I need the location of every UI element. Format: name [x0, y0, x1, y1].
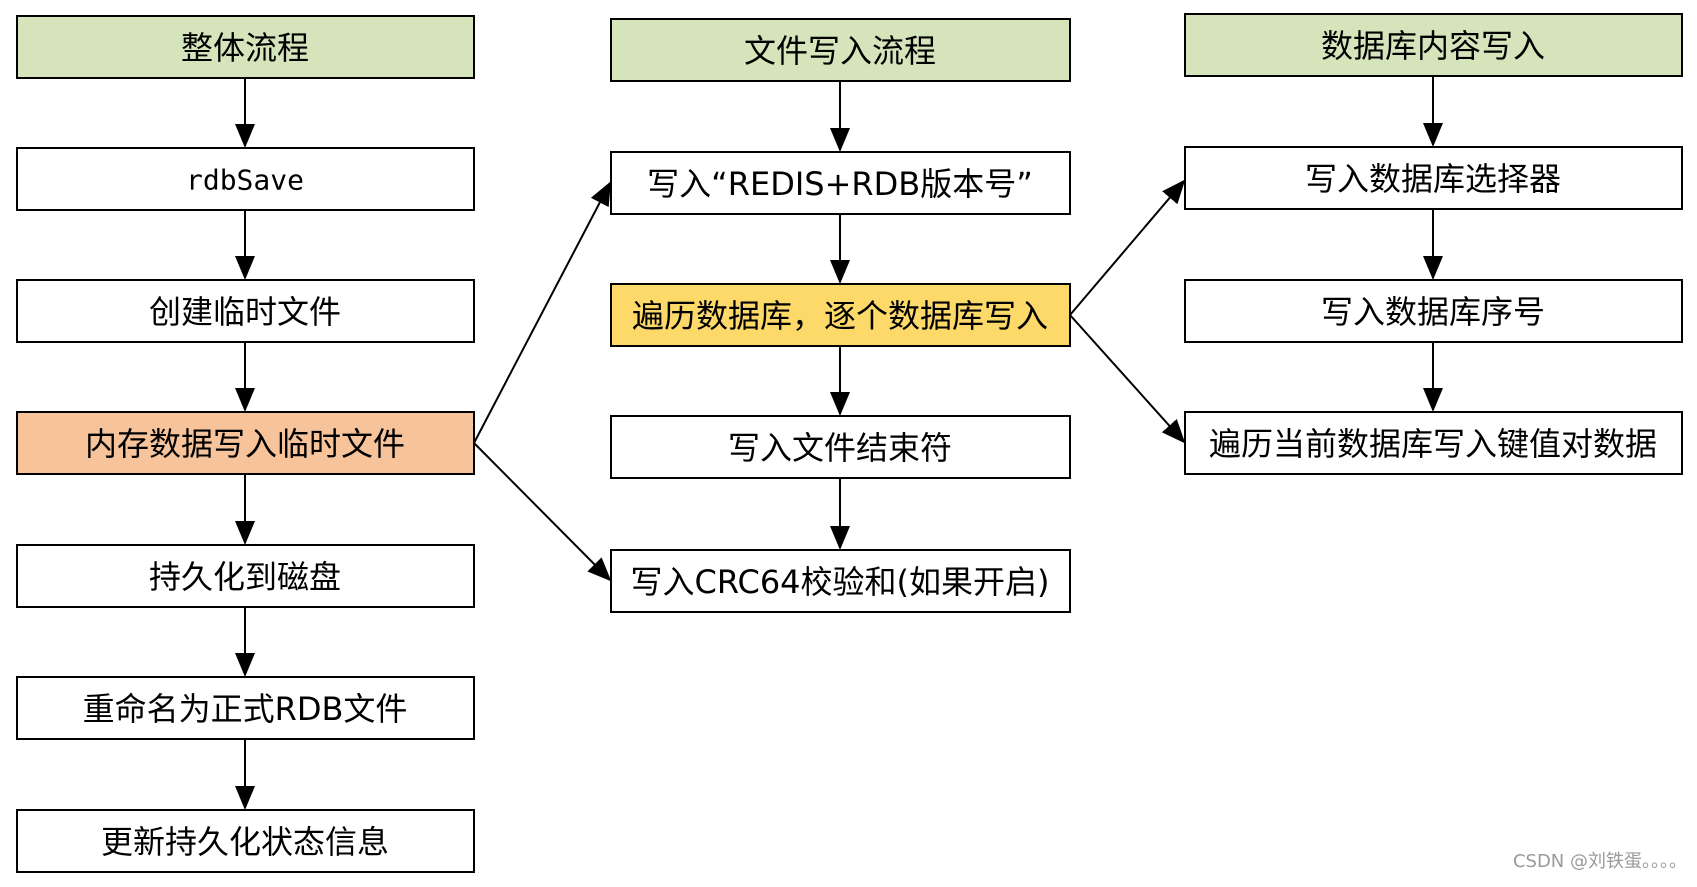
column-overall: 整体流程 rdbSave 创建临时文件 内存数据写入临时文件 持久化到磁盘 重命… [16, 15, 475, 873]
step-write-eof: 写入文件结束符 [728, 429, 952, 467]
arrow-memory-to-version [473, 181, 611, 444]
arrow-memory-to-crc [473, 442, 612, 582]
step-db-number-box [1184, 279, 1683, 343]
step-db-number: 写入数据库序号 [1321, 293, 1545, 331]
step-memory-write: 内存数据写入临时文件 [85, 425, 405, 463]
step-rename: 重命名为正式RDB文件 [83, 690, 408, 728]
step-iterate-dbs: 遍历数据库，逐个数据库写入 [632, 297, 1048, 335]
step-write-kv: 遍历当前数据库写入键值对数据 [1209, 425, 1657, 463]
step-rdbsave-box [16, 147, 475, 211]
header-db-content: 数据库内容写入 [1321, 27, 1545, 65]
header-file-write-box [610, 18, 1071, 82]
csdn-watermark: CSDN @刘铁蛋。。。。 [1512, 851, 1687, 872]
step-persist: 持久化到磁盘 [149, 558, 341, 596]
step-create-temp: 创建临时文件 [149, 293, 341, 331]
header-db-content-box [1184, 13, 1683, 77]
step-write-crc: 写入CRC64校验和(如果开启) [630, 563, 1049, 601]
step-write-version: 写入“REDIS+RDB版本号” [647, 165, 1033, 203]
column-db-content: 数据库内容写入 写入数据库选择器 写入数据库序号 遍历当前数据库写入键值对数据 [1184, 13, 1683, 475]
step-write-eof-box [610, 415, 1071, 479]
step-db-selector: 写入数据库选择器 [1305, 160, 1561, 198]
step-create-temp-box [16, 279, 475, 343]
header-file-write: 文件写入流程 [744, 32, 936, 70]
step-rename-box [16, 676, 475, 740]
step-rdbsave: rdbSave [186, 164, 304, 197]
step-update-status: 更新持久化状态信息 [101, 823, 389, 861]
header-overall: 整体流程 [181, 29, 309, 67]
step-db-selector-box [1184, 146, 1683, 210]
step-write-kv-box [1184, 411, 1683, 475]
step-update-status-box [16, 809, 475, 873]
step-iterate-dbs-box [610, 283, 1071, 347]
arrow-iterate-to-selector [1069, 179, 1186, 316]
step-write-crc-box [610, 549, 1071, 613]
arrow-iterate-to-kv [1069, 314, 1186, 444]
header-overall-box [16, 15, 475, 79]
column-file-write: 文件写入流程 写入“REDIS+RDB版本号” 遍历数据库，逐个数据库写入 写入… [610, 18, 1071, 613]
